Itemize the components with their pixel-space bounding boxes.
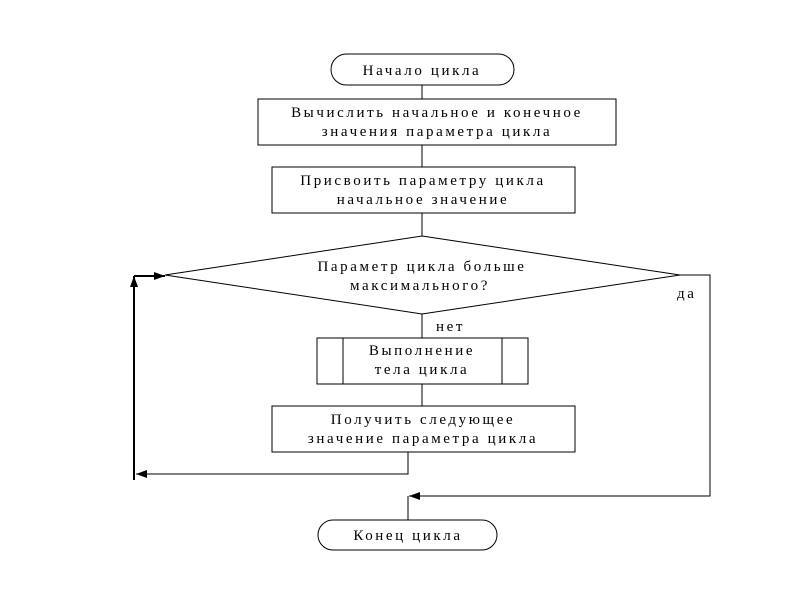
yes-branch-label: да [677,286,697,302]
next-value-label-line-2: значение параметра цикла [308,431,538,447]
loop-body-label-line-2: тела цикла [375,362,470,378]
assign-initial-label-line-1: Присвоить параметру цикла [300,173,545,189]
loop-body-label-line-1: Выполнение [369,343,475,359]
condition-label-line-1: Параметр цикла больше [317,259,526,275]
compute-bounds-label-line-2: значения параметра цикла [322,124,552,140]
compute-bounds-label-line-1: Вычислить начальное и конечное [291,105,583,121]
loop-body-predefined-process: Выполнение тела цикла [316,337,529,385]
next-value-process: Получить следующее значение параметра ци… [271,405,576,453]
assign-initial-label-line-2: начальное значение [337,192,510,208]
condition-decision: Параметр цикла больше максимального? [164,235,681,315]
exit-arrow [407,274,711,520]
assign-initial-process: Присвоить параметру цикла начальное знач… [271,166,576,214]
loop-back-arrow [130,272,409,480]
start-label: Начало цикла [363,63,482,79]
start-terminator: Начало цикла [330,53,515,86]
no-branch-label: нет [436,319,465,335]
condition-label-line-2: максимального? [350,278,490,294]
compute-bounds-process: Вычислить начальное и конечное значения … [257,98,617,146]
next-value-label-line-1: Получить следующее [331,412,515,428]
end-label: Конец цикла [353,528,462,544]
end-terminator: Конец цикла [317,519,498,551]
